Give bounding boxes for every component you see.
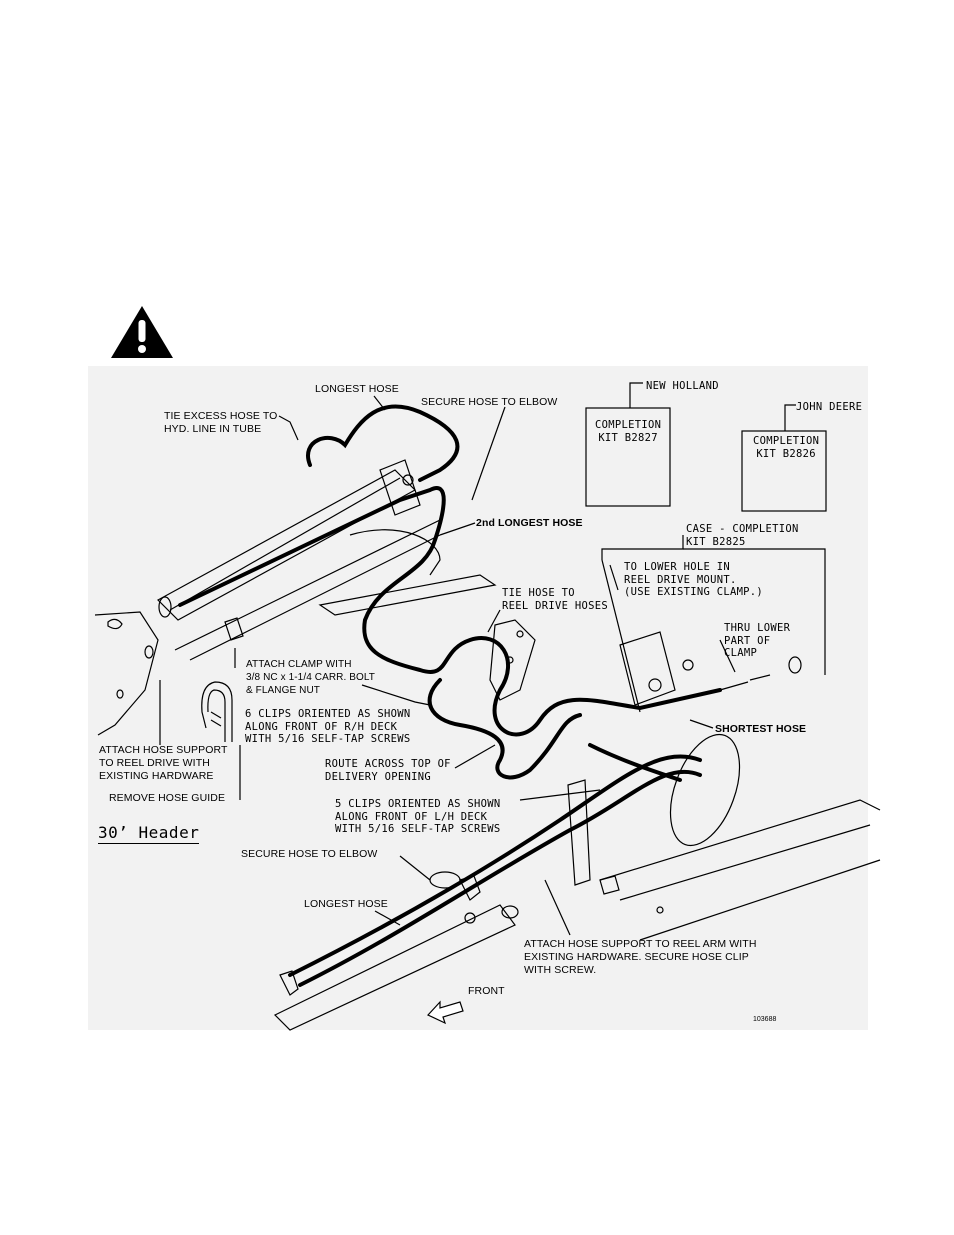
tie-hose-label: TIE HOSE TO REEL DRIVE HOSES [502,587,608,612]
attach-reel-arm-label: ATTACH HOSE SUPPORT TO REEL ARM WITH EXI… [524,938,757,976]
front-label: FRONT [468,985,505,997]
secure-hose-bottom-label: SECURE HOSE TO ELBOW [241,848,378,860]
warning-triangle-icon [111,306,173,358]
lower-hole-label: TO LOWER HOLE IN REEL DRIVE MOUNT. (USE … [624,561,764,598]
tie-excess-hose-label: TIE EXCESS HOSE TO HYD. LINE IN TUBE [164,410,278,435]
six-clips-label: 6 CLIPS ORIENTED AS SHOWN ALONG FRONT OF… [245,708,411,745]
attach-hose-support-label: ATTACH HOSE SUPPORT TO REEL DRIVE WITH E… [99,744,228,782]
shortest-hose-label: SHORTEST HOSE [715,723,807,735]
five-clips-label: 5 CLIPS ORIENTED AS SHOWN ALONG FRONT OF… [335,798,501,835]
figure-number: 103688 [753,1016,777,1023]
diagram-title: 30’ Header [98,823,200,844]
case-kit-label: CASE - COMPLETION KIT B2825 [686,523,799,548]
thru-lower-clamp-label: THRU LOWER PART OF CLAMP [724,622,791,659]
new-holland-label: NEW HOLLAND [646,380,719,392]
front-arrow-icon [427,1000,464,1025]
route-across-label: ROUTE ACROSS TOP OF DELIVERY OPENING [325,758,451,783]
longest-hose-top-label: LONGEST HOSE [315,383,399,395]
john-deere-label: JOHN DEERE [796,401,863,413]
new-holland-kit-label: COMPLETION KIT B2827 [595,419,662,444]
remove-hose-guide-label: REMOVE HOSE GUIDE [109,792,226,804]
longest-hose-bottom-label: LONGEST HOSE [304,898,388,910]
hose-routing-diagram [88,366,868,1030]
attach-clamp-label: ATTACH CLAMP WITH 3/8 NC x 1-1/4 CARR. B… [246,659,376,696]
second-longest-hose-label: 2nd LONGEST HOSE [476,517,583,529]
secure-hose-top-label: SECURE HOSE TO ELBOW [421,396,558,408]
john-deere-kit-label: COMPLETION KIT B2826 [753,435,820,460]
